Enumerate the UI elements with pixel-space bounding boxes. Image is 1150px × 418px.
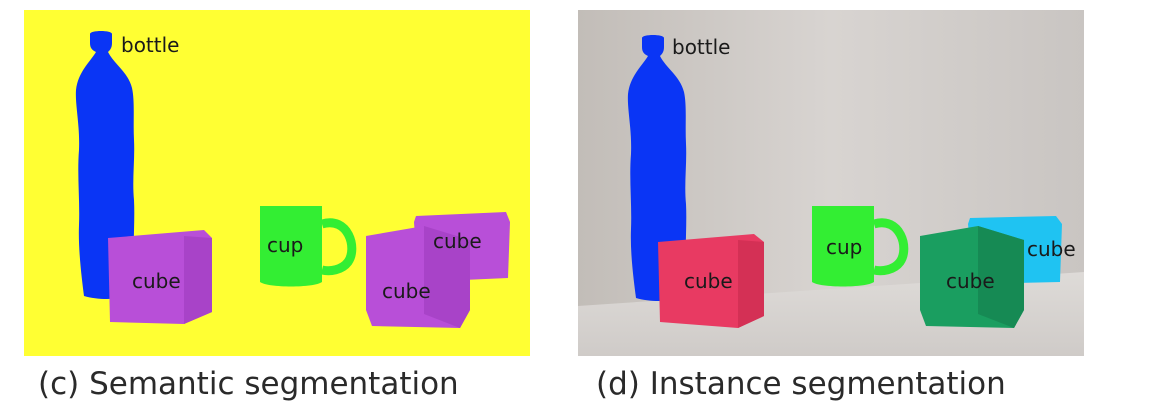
cube-face-shade bbox=[184, 236, 212, 324]
panel-caption: (c) Semantic segmentation bbox=[38, 366, 459, 402]
panel-caption: (d) Instance segmentation bbox=[596, 366, 1006, 402]
cup-mask bbox=[260, 206, 322, 287]
bottle-label: bottle bbox=[121, 33, 179, 57]
cup-handle bbox=[320, 218, 357, 276]
cube-face-shade bbox=[424, 226, 470, 328]
cube-label: cube bbox=[433, 229, 482, 253]
bottle-label: bottle bbox=[672, 35, 730, 59]
bottle-mask bbox=[627, 35, 687, 301]
cube-label: cube bbox=[684, 269, 733, 293]
cube-label: cube bbox=[1027, 237, 1076, 261]
cup-handle bbox=[872, 218, 909, 276]
cube-face-shade bbox=[978, 226, 1024, 328]
cup-label: cup bbox=[826, 235, 862, 259]
cup-mask bbox=[812, 206, 874, 287]
bottle-mask bbox=[75, 31, 135, 299]
cube-label: cube bbox=[132, 269, 181, 293]
cube-label: cube bbox=[382, 279, 431, 303]
cube-face-shade bbox=[738, 240, 764, 328]
cup-label: cup bbox=[267, 233, 303, 257]
instance-segmentation-image: bottle cube cup cube cube bbox=[578, 10, 1084, 356]
semantic-segmentation-image: bottle cube cup cube cube bbox=[24, 10, 530, 356]
cube-label: cube bbox=[946, 269, 995, 293]
cube-red-mask bbox=[658, 234, 764, 328]
